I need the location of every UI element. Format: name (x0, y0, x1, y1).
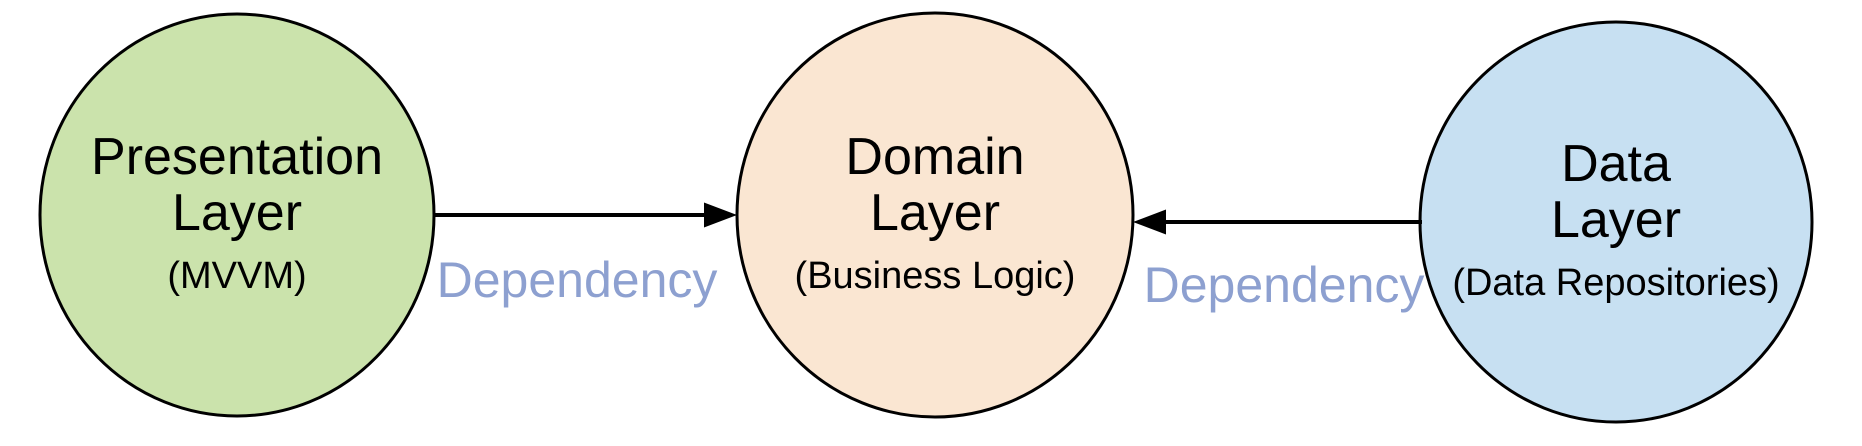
domain-layer-title-line2: Layer (870, 184, 1000, 242)
edge-presentation-to-domain: Dependency (435, 202, 737, 308)
data-layer-title-line1: Data (1561, 135, 1671, 193)
domain-layer-subtitle: (Business Logic) (795, 255, 1076, 297)
presentation-layer-subtitle: (MVVM) (167, 255, 306, 297)
dependency-label-right: Dependency (1144, 257, 1425, 313)
data-layer-title-line2: Layer (1551, 191, 1681, 249)
dependency-label-left: Dependency (437, 252, 718, 308)
domain-layer-title-line1: Domain (845, 128, 1024, 186)
edge-data-to-domain: Dependency (1133, 209, 1425, 313)
node-domain-layer: Domain Layer (Business Logic) (735, 11, 1135, 419)
presentation-layer-title-line1: Presentation (91, 128, 383, 186)
data-layer-subtitle: (Data Repositories) (1452, 262, 1779, 304)
arrowhead-right-icon (704, 202, 737, 228)
presentation-layer-title-line2: Layer (172, 184, 302, 242)
arrowhead-left-icon (1133, 209, 1166, 235)
node-presentation-layer: Presentation Layer (MVVM) (38, 12, 436, 418)
node-data-layer: Data Layer (Data Repositories) (1418, 20, 1814, 424)
presentation-layer-ellipse (38, 12, 436, 418)
